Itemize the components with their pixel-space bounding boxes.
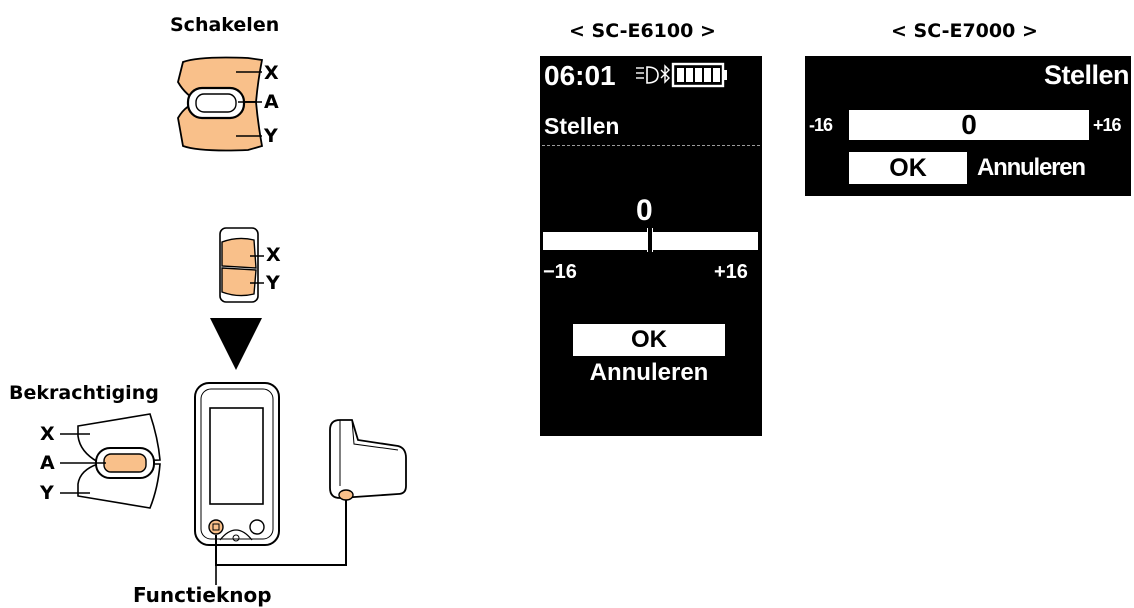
slider-right-segment [653, 232, 758, 250]
menu-title: Stellen [544, 113, 620, 139]
adjust-value: 0 [636, 194, 653, 227]
bekrachtiging-title: Bekrachtiging [9, 382, 159, 404]
shift-switch-illustration [177, 56, 264, 152]
slider-left-segment [543, 232, 647, 250]
assist-y-label: Y [40, 482, 54, 504]
bluetooth-icon [660, 64, 670, 84]
divider [542, 145, 760, 146]
range-min: −16 [543, 261, 577, 283]
ok-button[interactable]: OK [849, 152, 967, 184]
sc-e7000-screen: Stellen -16 0 +16 OK Annuleren [805, 56, 1131, 196]
battery-icon [671, 62, 727, 88]
display-unit-illustration [194, 382, 280, 546]
switch-a-label: A [264, 91, 279, 113]
sc-e6100-title: < SC-E6100 > [569, 20, 716, 42]
range-max: +16 [1093, 115, 1122, 135]
assist-switch-illustration [60, 413, 161, 509]
slider-center-marker [647, 228, 653, 252]
light-icon [636, 66, 659, 84]
cancel-button[interactable]: Annuleren [589, 359, 709, 386]
functieknop-label: Functieknop [133, 583, 272, 607]
assist-x-label: X [40, 423, 55, 445]
ok-button[interactable]: OK [573, 324, 725, 356]
small-switch-y-label: Y [266, 272, 280, 294]
switch-y-label: Y [264, 125, 278, 147]
sc-e7000-title: < SC-E7000 > [891, 20, 1038, 42]
sc-e6100-screen: 06:01 Stellen 0 −16 +16 OK Annuleren [540, 56, 762, 436]
status-icons [636, 62, 727, 88]
cancel-button[interactable]: Annuleren [977, 154, 1086, 181]
connection-line [215, 500, 347, 566]
small-switch-x-label: X [266, 244, 281, 266]
schakelen-title: Schakelen [170, 14, 280, 36]
range-min: -16 [809, 115, 833, 135]
small-shift-switch-illustration [219, 227, 264, 303]
switch-x-label: X [264, 62, 279, 84]
range-max: +16 [714, 261, 748, 283]
menu-title: Stellen [1043, 60, 1130, 90]
adjust-value-bar: 0 [849, 110, 1089, 140]
clock-time: 06:01 [544, 60, 616, 91]
down-arrow-icon [210, 318, 262, 370]
assist-a-label: A [40, 452, 55, 474]
junction-unit-illustration [329, 419, 407, 501]
